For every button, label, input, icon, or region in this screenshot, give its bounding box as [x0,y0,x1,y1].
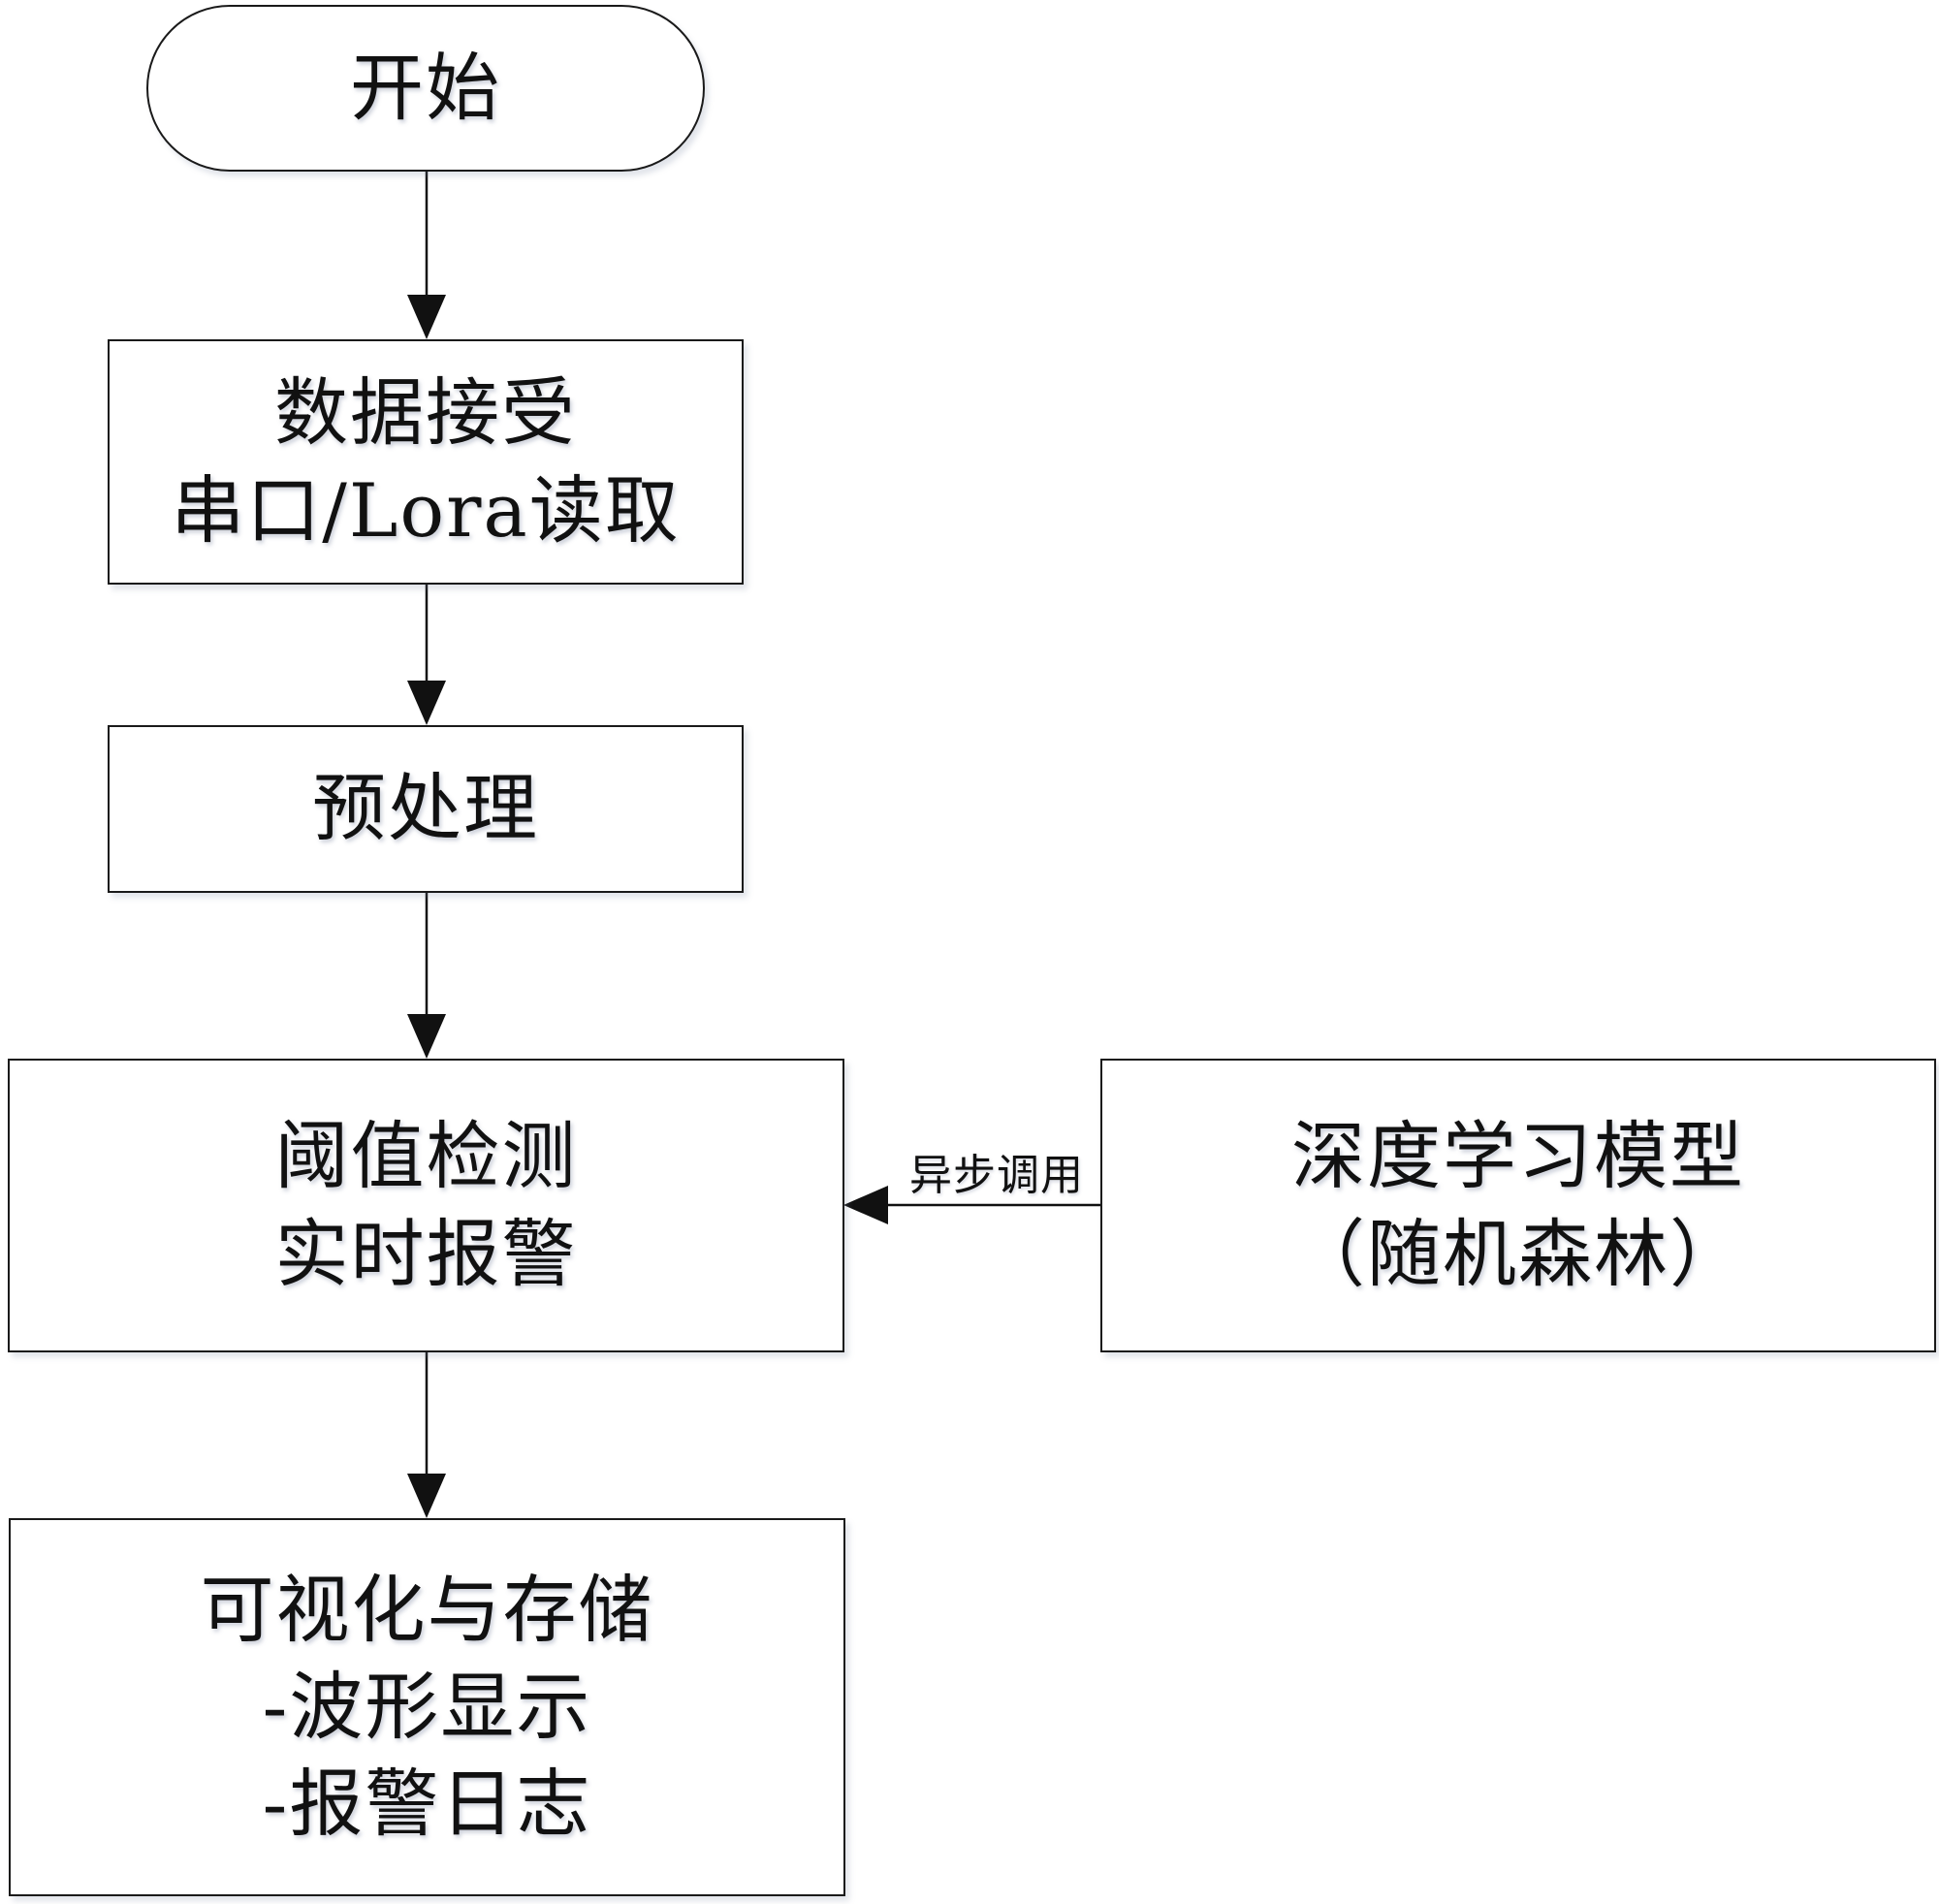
preprocess-label: 预处理 [312,765,539,852]
arrowhead-detect-to-output [407,1474,446,1518]
waveform-display-item: -波形显示 [262,1663,592,1750]
visualize-store-title: 可视化与存储 [200,1566,654,1653]
model-title: 深度学习模型 [1291,1113,1745,1200]
arrowhead-start-to-receive [407,295,446,339]
preprocess-box: 预处理 [108,725,744,893]
threshold-detect-subtitle: 实时报警 [274,1210,578,1297]
arrowhead-preprocess-to-detect [407,1014,446,1059]
threshold-detect-box: 阈值检测 实时报警 [8,1059,844,1352]
async-call-label: 异步调用 [909,1151,1084,1200]
start-terminal: 开始 [146,5,705,172]
data-receive-box: 数据接受 串口/Lora读取 [108,339,744,585]
arrowhead-model-to-detect [843,1186,888,1224]
start-label: 开始 [350,44,501,131]
visualize-store-box: 可视化与存储 -波形显示 -报警日志 [9,1518,845,1896]
deep-learning-model-box: 深度学习模型 （随机森林） [1100,1059,1936,1352]
data-receive-title: 数据接受 [274,369,577,457]
arrowhead-receive-to-preprocess [407,681,446,725]
model-subtitle: （随机森林） [1291,1210,1745,1297]
data-receive-subtitle: 串口/Lora读取 [171,466,681,554]
threshold-detect-title: 阈值检测 [274,1113,578,1200]
alarm-log-item: -报警日志 [262,1761,592,1848]
